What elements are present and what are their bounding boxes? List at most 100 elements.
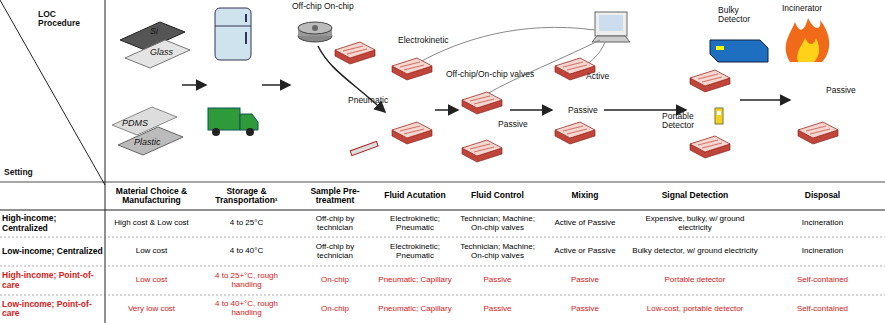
table-cell-text: On-chip (321, 305, 349, 314)
table-cell: Fluid Acutation (375, 182, 455, 210)
table-cell: Passive (455, 266, 540, 295)
table-cell-text: Active of Passive (555, 219, 616, 228)
table-cell-text: Incineration (802, 247, 843, 256)
chip-drawing (690, 136, 730, 152)
illustration-label: Electrokinetic (398, 36, 449, 45)
chip-drawing (563, 62, 587, 70)
table-cell: Portable detector (630, 266, 760, 295)
table-cell: Very low cost (105, 295, 198, 323)
table-cell-text: Passive (571, 276, 599, 285)
illustration-label: Pneumatic (348, 96, 388, 105)
column-header: Signal Detection (662, 191, 729, 200)
chip-drawing (343, 46, 367, 54)
illustration-label: Active (586, 72, 609, 81)
table-cell: Incineration (760, 237, 885, 266)
table-cell-text: Technician; Machine; On-chip valves (457, 243, 538, 261)
table-cell: Signal Detection (630, 182, 760, 210)
chip-drawing (698, 74, 722, 82)
chip-drawing (563, 126, 587, 134)
table-cell: High-income; Centralized (0, 210, 105, 237)
row-header: High-income; Centralized (2, 214, 103, 233)
table-cell-text: Expensive, bulky, w/ ground electricity (632, 215, 758, 233)
illustration-label: Off-chip/On-chip valves (446, 70, 534, 79)
table-cell-text: Bulky detector, w/ ground electricity (632, 247, 757, 256)
illustration-label: LOC Procedure (38, 10, 88, 29)
table-cell: 4 to 25+°C, rough handling (198, 266, 295, 295)
chip-drawing (555, 122, 595, 138)
illustration-label: PDMS (122, 119, 148, 129)
table-cell-text: Off-chip by technician (297, 243, 373, 261)
table-cell: On-chip (295, 295, 375, 323)
table-cell: Sample Pre-treatment (295, 182, 375, 210)
row-header: Low-income; Point-of-care (2, 300, 103, 319)
table-cell: Electrokinetic; Pneumatic (375, 237, 455, 266)
illustration-label: Passive (826, 86, 856, 95)
column-header: Material Choice & Manufacturing (107, 187, 196, 206)
table-cell: Low cost (105, 266, 198, 295)
table-cell: Low cost (105, 237, 198, 266)
illustration-label: Glass (150, 48, 173, 58)
illustration-label: Off-chip On-chip (292, 2, 354, 11)
chip-drawing (798, 122, 838, 138)
table-cell: Pneumatic; Capillary (375, 295, 455, 323)
chip-drawing (462, 140, 502, 156)
illustration-label: Passive (498, 120, 528, 129)
table-cell: High cost & Low cost (105, 210, 198, 237)
table-cell-text: Low-cost, portable detector (647, 305, 744, 314)
table-cell: Self-contained (760, 266, 885, 295)
column-header: Fluid Acutation (384, 191, 446, 200)
table-cell-text: Self-contained (797, 305, 848, 314)
table-cell: Self-contained (760, 295, 885, 323)
table-cell: Expensive, bulky, w/ ground electricity (630, 210, 760, 237)
table-cell-text: Pneumatic; Capillary (378, 305, 451, 314)
table-cell-text: 4 to 40°C (230, 247, 263, 256)
table-cell: Technician; Machine; On-chip valves (455, 237, 540, 266)
table-cell: Technician; Machine; On-chip valves (455, 210, 540, 237)
table-cell: Low-income; Point-of-care (0, 295, 105, 323)
table-cell: Fluid Control (455, 182, 540, 210)
chip-drawing (392, 122, 432, 138)
table-cell: Storage & Transportation¹ (198, 182, 295, 210)
table-cell: Off-chip by technician (295, 237, 375, 266)
chip-drawing (690, 70, 730, 86)
table-cell-text: 4 to 25°C (230, 219, 263, 228)
table-cell-text: Self-contained (797, 276, 848, 285)
table-cell: High-income; Point-of-care (0, 266, 105, 295)
table-cell-text: Incineration (802, 219, 843, 228)
chip-drawing (470, 96, 494, 104)
column-header: Disposal (805, 191, 840, 200)
table-cell-text: On-chip (321, 276, 349, 285)
table-cell-text: 4 to 25+°C, rough handling (200, 272, 293, 290)
table-cell-text: Technician; Machine; On-chip valves (457, 215, 538, 233)
table-cell-text: Electrokinetic; Pneumatic (377, 215, 453, 233)
illustration-label: Si (150, 27, 158, 37)
table-cell-text: Off-chip by technician (297, 215, 373, 233)
table-cell: Disposal (760, 182, 885, 210)
illustration-label: Bulky Detector (718, 6, 758, 25)
table-cell: Off-chip by technician (295, 210, 375, 237)
chip-drawing (335, 42, 375, 58)
table-cell-text: Portable detector (665, 276, 726, 285)
table-cell-text: Pneumatic; Capillary (378, 276, 451, 285)
table-cell: 4 to 25°C (198, 210, 295, 237)
table-cell: Low-cost, portable detector (630, 295, 760, 323)
chip-drawing (392, 58, 432, 74)
table-cell: Passive (455, 295, 540, 323)
column-header: Mixing (572, 191, 599, 200)
table-cell-text: Passive (571, 305, 599, 314)
table-cell: 4 to 40°C (198, 237, 295, 266)
table-cell-text: Active or Passive (554, 247, 615, 256)
row-header: High-income; Point-of-care (2, 271, 103, 290)
table-cell: On-chip (295, 266, 375, 295)
table-cell: Passive (540, 295, 630, 323)
illustration-label: Portable Detector (662, 112, 712, 131)
table-cell: Passive (540, 266, 630, 295)
illustration-label: Passive (568, 106, 598, 115)
illustration-label: Incinerator (782, 4, 822, 13)
table-cell: Electrokinetic; Pneumatic (375, 210, 455, 237)
row-header: Low-income; Centralized (2, 247, 103, 256)
table-cell-text: Low cost (136, 276, 168, 285)
chip-drawing (698, 140, 722, 148)
